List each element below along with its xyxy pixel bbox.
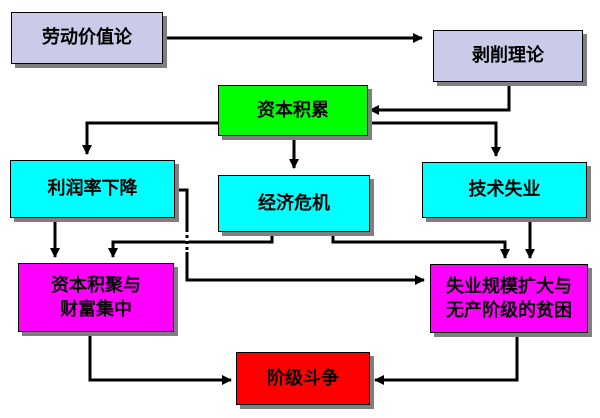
node-capital-concentration-and-wealth: 资本积聚与 财富集中 xyxy=(18,263,174,332)
node-technological-unemployment: 技术失业 xyxy=(422,162,587,218)
arrow-concentration-to-class-struggle xyxy=(88,332,232,385)
arrow-crisis-to-concentration xyxy=(108,232,274,258)
arrow-accumulation-to-tech-unemployment xyxy=(368,121,501,157)
arrow-poverty-to-class-struggle xyxy=(374,333,519,385)
arrow-exploitation-to-accumulation xyxy=(369,80,511,115)
arrow-crisis-to-poverty xyxy=(331,232,510,259)
node-unemployment-and-poverty: 失业规模扩大与 无产阶级的贫困 xyxy=(430,264,588,333)
arrow-accumulation-to-profit-rate xyxy=(82,121,218,155)
node-exploitation-theory: 剥削理论 xyxy=(433,30,583,82)
node-capital-accumulation: 资本积累 xyxy=(218,85,368,136)
node-economic-crisis: 经济危机 xyxy=(218,175,370,232)
node-class-struggle: 阶级斗争 xyxy=(236,352,370,405)
node-labor-theory-of-value: 劳动价值论 xyxy=(11,12,163,64)
node-falling-profit-rate: 利润率下降 xyxy=(10,160,175,218)
